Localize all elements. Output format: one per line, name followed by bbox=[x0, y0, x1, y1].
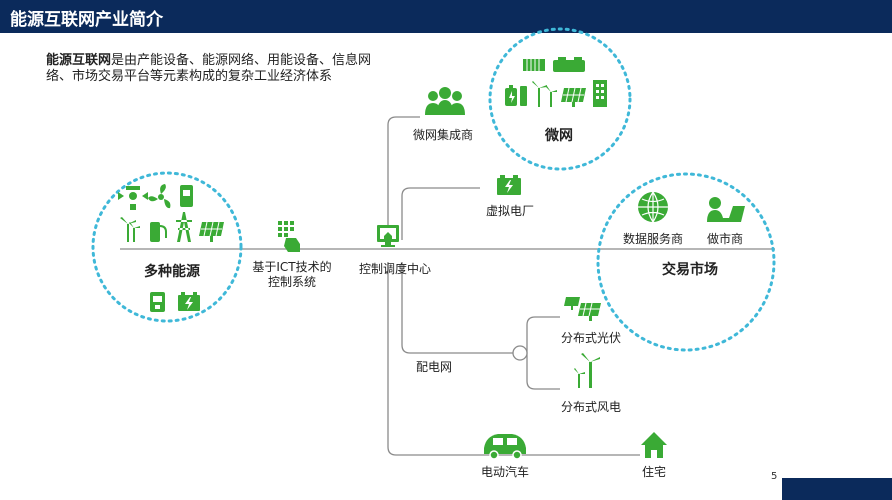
wind-turbine-icon bbox=[120, 217, 140, 242]
distributed-solar-icon bbox=[564, 297, 601, 321]
control-center-monitor-icon bbox=[377, 225, 399, 247]
data-service-label: 数据服务商 bbox=[622, 232, 684, 246]
wind-turbines-icon bbox=[532, 81, 557, 107]
virtual-power-plant-icon bbox=[497, 175, 521, 195]
intro-text: 能源互联网是由产能设备、能源网络、用能设备、信息网络、市场交易平台等元素构成的复… bbox=[46, 53, 386, 85]
generator-icon bbox=[553, 57, 585, 72]
globe-icon bbox=[638, 191, 668, 223]
ev-charger-icon bbox=[150, 222, 167, 242]
solar-panels-icon bbox=[561, 87, 586, 107]
page-number: 5 bbox=[771, 471, 778, 482]
junction-node bbox=[512, 345, 528, 361]
battery-device-icon bbox=[180, 185, 193, 207]
building-icon bbox=[593, 80, 607, 107]
battery-icon bbox=[505, 85, 517, 106]
biomass-icon bbox=[118, 186, 148, 210]
ict-label-line2: 控制系统 bbox=[267, 275, 316, 289]
market-maker-label: 做市商 bbox=[706, 232, 744, 246]
electric-car-icon bbox=[484, 434, 526, 460]
transmission-tower-icon bbox=[176, 212, 192, 242]
distribution-grid-label: 配电网 bbox=[416, 360, 453, 374]
energy-label: 多种能源 bbox=[144, 264, 200, 280]
container-icon bbox=[523, 59, 545, 71]
residence-label: 住宅 bbox=[641, 465, 667, 479]
distributed-pv-label: 分布式光伏 bbox=[560, 331, 622, 345]
microgrid-icons bbox=[505, 57, 607, 107]
distributed-wind-label: 分布式风电 bbox=[560, 400, 622, 414]
control-center-label: 控制调度中心 bbox=[358, 262, 432, 276]
lightning-battery-icon bbox=[178, 292, 200, 311]
footer-bar bbox=[782, 478, 892, 500]
fan-icon bbox=[148, 184, 171, 209]
people-group-icon bbox=[425, 87, 465, 115]
keypad-hand-icon bbox=[278, 221, 300, 252]
electric-vehicle-label: 电动汽车 bbox=[480, 465, 530, 479]
house-icon bbox=[641, 432, 667, 458]
ict-label-line1: 基于ICT技术的 bbox=[252, 260, 332, 274]
distributed-wind-icon bbox=[574, 353, 600, 388]
solar-panel-icon bbox=[199, 221, 224, 242]
energy-circle bbox=[91, 171, 243, 323]
meter-icon bbox=[150, 292, 165, 312]
header-bar: 能源互联网产业简介 bbox=[0, 0, 892, 33]
ict-control-system-label: 基于ICT技术的 控制系统 bbox=[252, 260, 331, 290]
microgrid-label: 微网 bbox=[545, 128, 573, 144]
page-title: 能源互联网产业简介 bbox=[10, 10, 163, 30]
microgrid-circle bbox=[488, 27, 632, 171]
battery-small-icon bbox=[520, 86, 527, 106]
microgrid-integrator-label: 微网集成商 bbox=[412, 128, 474, 142]
virtual-power-plant-label: 虚拟电厂 bbox=[485, 204, 535, 218]
intro-body: 是由产能设备、能源网络、用能设备、信息网络、市场交易平台等元素构成的复杂工业经济… bbox=[46, 53, 372, 84]
trading-market-circle bbox=[596, 172, 776, 352]
trading-market-label: 交易市场 bbox=[662, 262, 718, 278]
person-laptop-icon bbox=[707, 197, 745, 222]
energy-icons bbox=[118, 184, 224, 312]
intro-term: 能源互联网 bbox=[46, 53, 112, 68]
connector-lines bbox=[120, 116, 775, 456]
